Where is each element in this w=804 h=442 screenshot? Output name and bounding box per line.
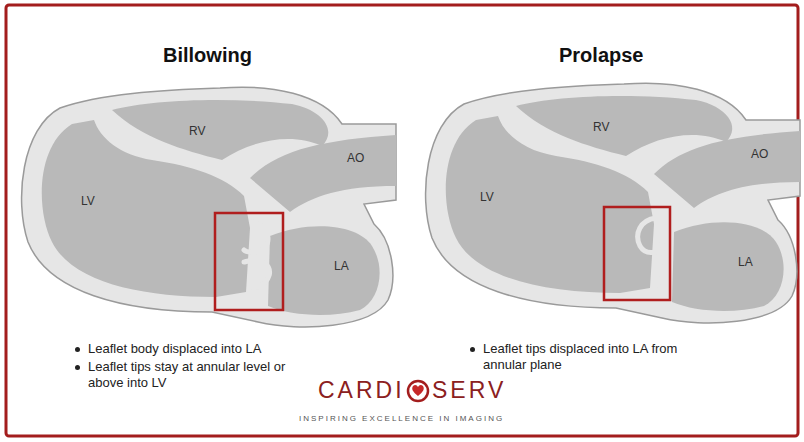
chamber-label: LA	[738, 255, 753, 269]
chamber-label: RV	[189, 124, 205, 138]
billowing-valve	[244, 222, 270, 288]
prolapse-valve	[638, 218, 666, 286]
panel-title: Billowing	[163, 43, 252, 67]
panel-title: Prolapse	[559, 43, 643, 67]
logo-text: SERV	[432, 377, 506, 405]
bullet-dot	[75, 347, 80, 352]
logo-text: CARDI	[318, 377, 405, 405]
bullet-dot	[75, 365, 80, 370]
chamber-label: AO	[347, 151, 364, 165]
highlight-box	[604, 207, 670, 300]
heart-left	[22, 87, 396, 327]
logo-heart	[408, 381, 428, 401]
bullet-note: Leaflet body displaced into LA	[88, 341, 328, 357]
bullet-note: Leaflet tips displaced into LA from annu…	[483, 341, 723, 372]
chamber-label: LA	[334, 259, 349, 273]
bullet-note: Leaflet tips stay at annular level or ab…	[88, 359, 323, 390]
chamber-label: LV	[480, 190, 494, 204]
chamber-label: RV	[593, 120, 609, 134]
heart-right	[426, 83, 800, 323]
logo-tagline: INSPIRING EXCELLENCE IN IMAGING	[299, 414, 504, 424]
highlight-box	[215, 213, 283, 310]
chamber-label: AO	[751, 147, 768, 161]
chamber-label: LV	[81, 194, 95, 208]
bullet-dot	[470, 347, 475, 352]
